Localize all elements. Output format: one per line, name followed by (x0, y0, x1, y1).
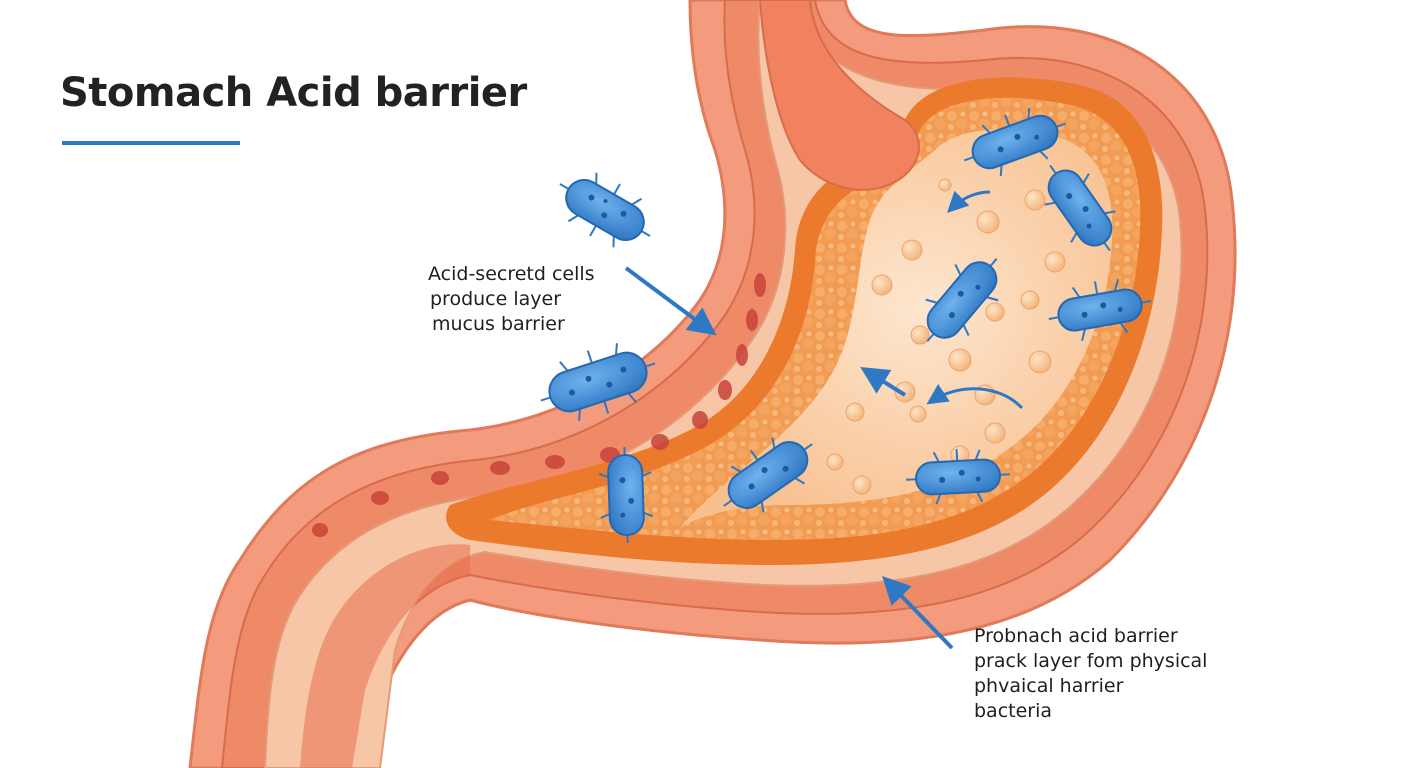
bacterium (1048, 279, 1152, 341)
lumen-arrow-top (947, 190, 991, 213)
annotation-line: mucus barrier (432, 313, 565, 335)
bacterium (723, 437, 813, 513)
acid-bubbles (826, 178, 1066, 495)
blood-vessels (312, 273, 766, 537)
bacterium (925, 257, 999, 343)
bacterium (1044, 164, 1116, 252)
bacterium (906, 448, 1010, 505)
callout-arrow-right (882, 575, 954, 650)
annotation-line: produce layer (430, 288, 562, 310)
title-underline (62, 141, 240, 145)
annotation-line: bacteria (974, 700, 1053, 722)
bacterium (540, 343, 656, 421)
bacterium (963, 108, 1067, 176)
annotation-line: Acid-secretd cells (428, 263, 595, 285)
bacterium (598, 446, 654, 544)
annotation-left: Acid-secretd cells produce layer mucus b… (428, 262, 595, 337)
annotation-line: Probnach acid barrier (974, 625, 1178, 647)
lumen-arrow-up (860, 367, 907, 397)
annotation-line: prack layer fom physical (974, 650, 1208, 672)
bacterium (559, 172, 651, 248)
esophagus-fold (758, 0, 920, 191)
lumen-arrow-swirl (926, 383, 1024, 410)
annotation-right: Probnach acid barrier prack layer fom ph… (974, 624, 1207, 724)
callout-arrow-left (624, 266, 717, 336)
page-title: Stomach Acid barrier (60, 70, 527, 116)
annotation-line: phvaical harrier (974, 675, 1124, 697)
duodenum-lumen (300, 544, 470, 768)
